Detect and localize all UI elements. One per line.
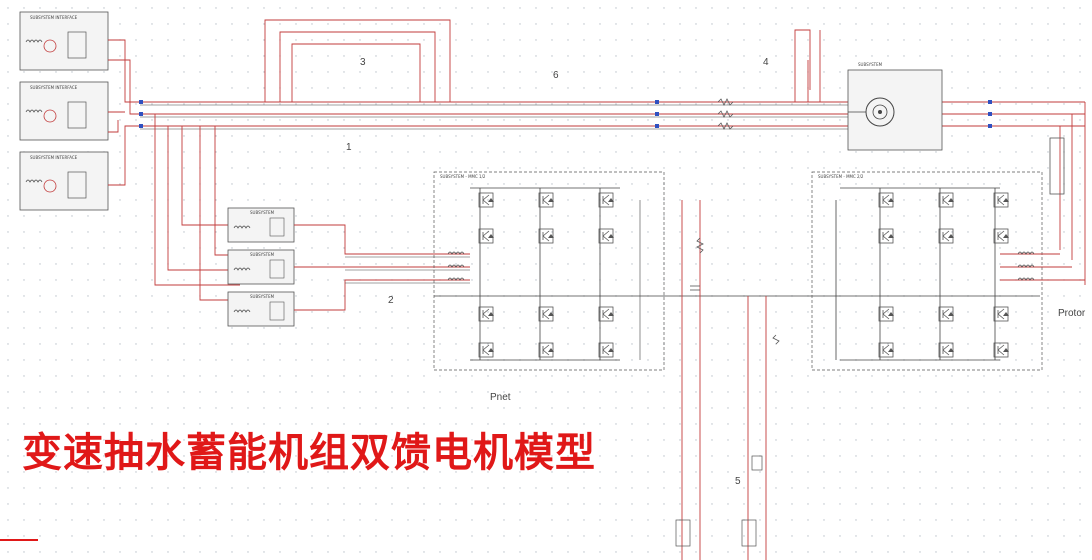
branch-label-6: 6 xyxy=(553,70,559,81)
transformer-label: SUBSYSTEM xyxy=(250,294,275,299)
transformer-subsystem-c[interactable]: SUBSYSTEM xyxy=(227,291,295,327)
top-loop-wires xyxy=(264,19,451,102)
source-feed-wires xyxy=(108,39,140,186)
branch-label-1: 1 xyxy=(346,142,352,153)
converter-grid-label: SUBSYSTEM - MMC 1/2 xyxy=(440,174,486,179)
converter-ac-wires-dark xyxy=(345,256,470,284)
accent-line xyxy=(0,539,38,541)
transformer-subsystem-a[interactable]: SUBSYSTEM xyxy=(227,207,295,243)
converter-ac-wires xyxy=(294,224,470,311)
branch-label-2: 2 xyxy=(388,295,394,306)
source-subsystem-b[interactable]: SUBSYSTEM INTERFACE xyxy=(19,81,109,141)
main-bus-dark xyxy=(140,104,850,130)
machine-subsystem[interactable]: SUBSYSTEM xyxy=(847,62,943,151)
bus-resistors xyxy=(717,98,734,130)
source-subsystem-a[interactable]: SUBSYSTEM INTERFACE xyxy=(19,11,109,71)
source-iface-label: SUBSYSTEM INTERFACE xyxy=(30,15,78,20)
dc-link-components xyxy=(690,237,780,345)
page-title: 变速抽水蓄能机组双馈电机模型 xyxy=(22,430,596,476)
branch-label-3: 3 xyxy=(360,57,366,68)
branch-label-5: 5 xyxy=(735,476,741,487)
source-iface-label: SUBSYSTEM INTERFACE xyxy=(30,85,78,90)
transformer-label: SUBSYSTEM xyxy=(250,210,275,215)
grid-side-converter[interactable]: SUBSYSTEM - MMC 1/2 xyxy=(433,171,1040,371)
chopper-blocks xyxy=(675,455,763,547)
machine-feed-wires xyxy=(794,29,821,102)
transformer-subsystem-b[interactable]: SUBSYSTEM xyxy=(227,249,295,285)
rotor-side-converter[interactable]: SUBSYSTEM - MMC 2/2 xyxy=(811,171,1043,371)
transformer-label: SUBSYSTEM xyxy=(250,252,275,257)
converter-rotor-label: SUBSYSTEM - MMC 2/2 xyxy=(818,174,864,179)
bus-taps xyxy=(139,100,992,128)
source-subsystem-c[interactable]: SUBSYSTEM INTERFACE xyxy=(19,151,109,211)
dc-link-wires xyxy=(681,200,767,560)
source-iface-label: SUBSYSTEM INTERFACE xyxy=(30,155,78,160)
branch-label-4: 4 xyxy=(763,57,769,68)
rotor-resistor xyxy=(1049,137,1065,195)
protor-label: Protor xyxy=(1058,308,1086,319)
transformer-feed-wires xyxy=(154,114,240,301)
rotor-feed-wires xyxy=(1059,102,1086,285)
pnet-label: Pnet xyxy=(490,392,511,403)
machine-label: SUBSYSTEM xyxy=(858,62,883,67)
